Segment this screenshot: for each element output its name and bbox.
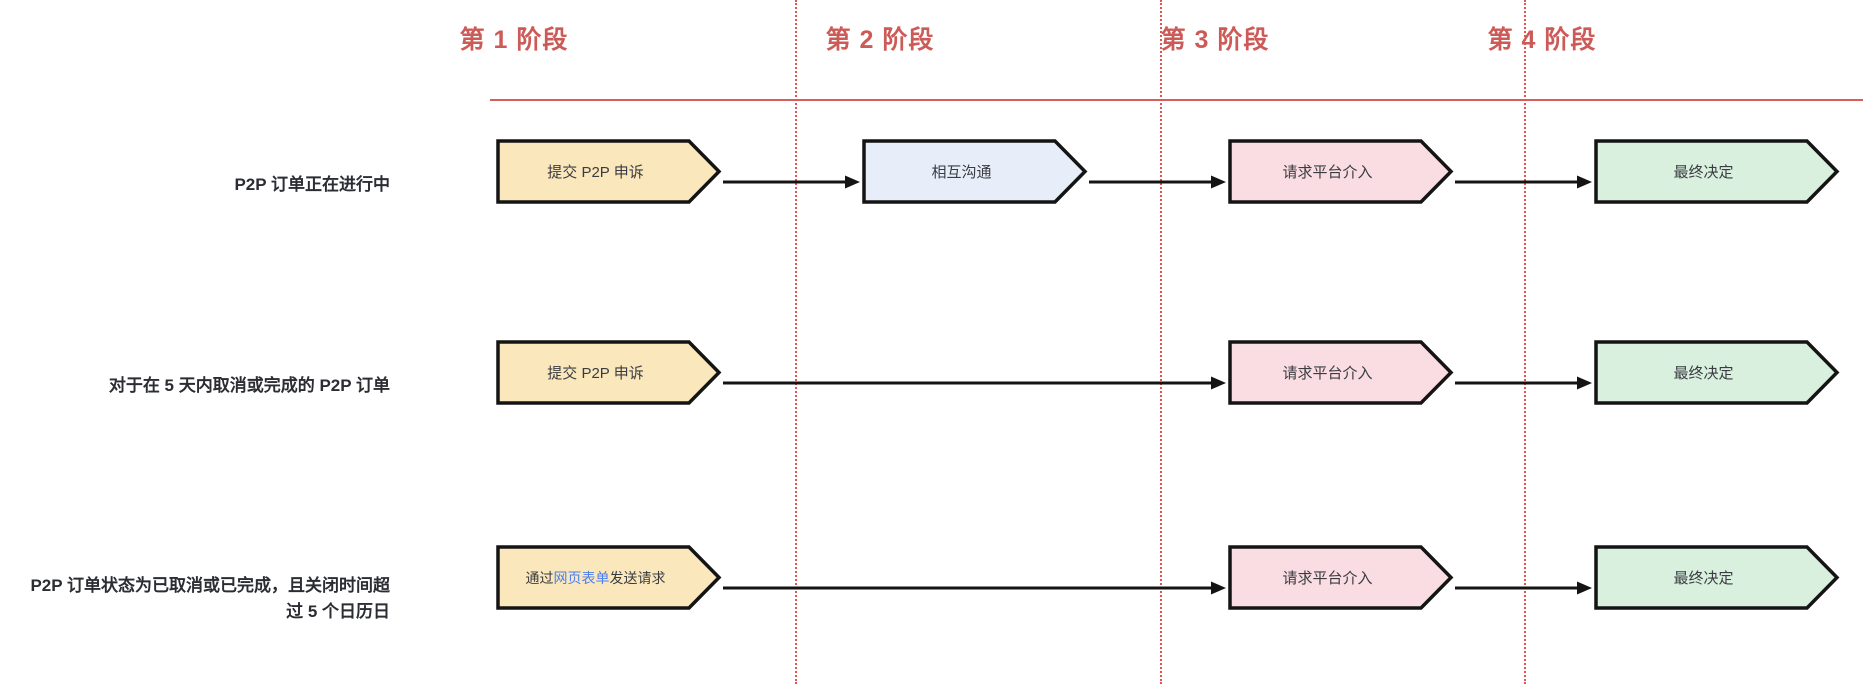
row-label-1: P2P 订单正在进行中 (234, 175, 390, 194)
connector-row1-2 (1089, 175, 1226, 189)
chevron-label: 提交 P2P 申诉 (547, 365, 644, 382)
connector-row1-3 (1455, 175, 1592, 189)
chevron-row1-step4[interactable]: 最终决定 (1594, 139, 1840, 204)
stage-divider-1 (795, 0, 797, 684)
chevron-label: 请求平台介入 (1282, 570, 1373, 587)
row-label-3-line1: P2P 订单状态为已取消或已完成，且关闭时间超 (30, 576, 390, 595)
chevron-row2-step2[interactable]: 请求平台介入 (1228, 340, 1454, 405)
stage-header-rule (490, 99, 1863, 101)
chevron-shape-icon (1594, 139, 1840, 204)
chevron-label: 请求平台介入 (1282, 365, 1373, 382)
chevron-label: 最终决定 (1673, 164, 1734, 181)
chevron-row3-step2[interactable]: 请求平台介入 (1228, 545, 1454, 610)
chevron-label: 最终决定 (1673, 365, 1734, 382)
chevron-shape-icon (496, 545, 722, 610)
chevron-shape-icon (862, 139, 1088, 204)
chevron-label-prefix: 通过 (525, 569, 554, 586)
chevron-label: 相互沟通 (931, 164, 992, 181)
stage-header-band: 第 1 阶段 第 2 阶段 第 3 阶段 第 4 阶段 (0, 0, 1863, 90)
chevron-shape-icon (1228, 545, 1454, 610)
stage-header-3: 第 3 阶段 (1160, 26, 1270, 54)
web-form-link[interactable]: 网页表单 (553, 569, 610, 586)
chevron-shape-icon (1228, 340, 1454, 405)
connector-row2-1 (723, 376, 1226, 390)
row-label-2: 对于在 5 天内取消或完成的 P2P 订单 (108, 376, 390, 395)
chevron-label-suffix: 发送请求 (609, 569, 666, 586)
row-label-3: P2P 订单状态为已取消或已完成，且关闭时间超 过 5 个日历日 (20, 573, 390, 626)
chevron-shape-icon (1594, 340, 1840, 405)
chevron-label: 最终决定 (1673, 570, 1734, 587)
row-label-3-line2: 过 5 个日历日 (286, 602, 390, 622)
chevron-row3-step3[interactable]: 最终决定 (1594, 545, 1840, 610)
chevron-shape-icon (496, 139, 722, 204)
connector-row3-2 (1455, 581, 1592, 595)
connector-row2-2 (1455, 376, 1592, 390)
chevron-row1-step2[interactable]: 相互沟通 (862, 139, 1088, 204)
chevron-row2-step1[interactable]: 提交 P2P 申诉 (496, 340, 722, 405)
chevron-row3-step1[interactable]: 通过网页表单发送请求 (496, 545, 722, 610)
chevron-row2-step3[interactable]: 最终决定 (1594, 340, 1840, 405)
connector-row1-1 (723, 175, 860, 189)
chevron-row1-step3[interactable]: 请求平台介入 (1228, 139, 1454, 204)
stage-header-1: 第 1 阶段 (459, 26, 569, 54)
chevron-shape-icon (1594, 545, 1840, 610)
chevron-row1-step1[interactable]: 提交 P2P 申诉 (496, 139, 722, 204)
stage-divider-3 (1524, 0, 1526, 684)
stage-divider-2 (1160, 0, 1162, 684)
chevron-label: 请求平台介入 (1282, 164, 1373, 181)
chevron-shape-icon (1228, 139, 1454, 204)
stage-header-4: 第 4 阶段 (1487, 26, 1597, 54)
chevron-shape-icon (496, 340, 722, 405)
stage-header-2: 第 2 阶段 (825, 26, 935, 54)
chevron-label: 通过网页表单发送请求 (526, 568, 692, 588)
connector-row3-1 (723, 581, 1226, 595)
chevron-label: 提交 P2P 申诉 (547, 164, 644, 181)
